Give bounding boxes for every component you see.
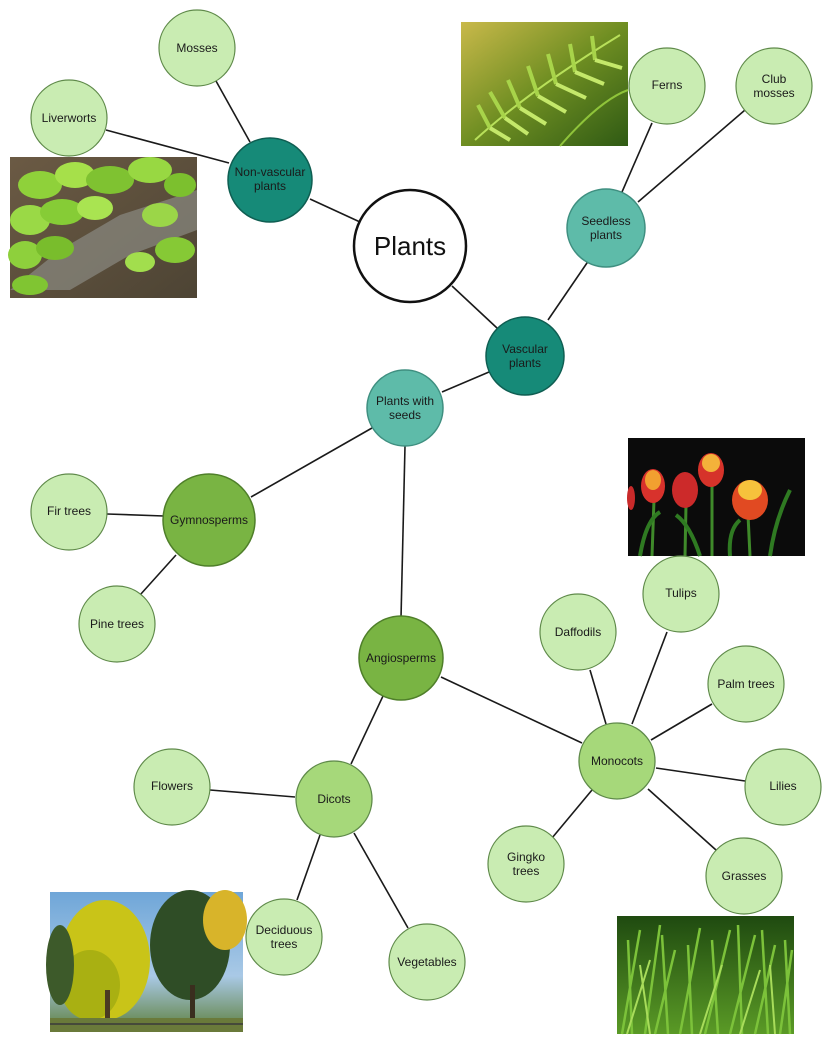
connector-lines — [105, 80, 746, 929]
node-flowers: Flowers — [133, 748, 211, 826]
svg-text:seeds: seeds — [389, 408, 421, 422]
node-tulips: Tulips — [642, 555, 720, 633]
grass-photo — [617, 916, 794, 1035]
node-mosses: Mosses — [158, 9, 236, 87]
svg-text:Dicots: Dicots — [317, 792, 350, 806]
node-fir-trees: Fir trees — [30, 473, 108, 551]
svg-text:Plants with: Plants with — [376, 394, 434, 408]
svg-text:plants: plants — [590, 228, 622, 242]
node-grasses: Grasses — [705, 837, 783, 915]
node-angiosperms: Angiosperms — [358, 615, 444, 701]
svg-text:Non-vascular: Non-vascular — [235, 165, 306, 179]
trees-photo — [46, 890, 247, 1032]
svg-text:Grasses: Grasses — [722, 869, 767, 883]
node-daffodils: Daffodils — [539, 593, 617, 671]
liverworts-photo — [8, 157, 197, 298]
node-pine-trees: Pine trees — [78, 585, 156, 663]
svg-text:Gingko: Gingko — [507, 850, 545, 864]
tulips-photo — [627, 438, 805, 557]
svg-text:Club: Club — [762, 72, 787, 86]
svg-text:plants: plants — [509, 356, 541, 370]
ferns-photo — [461, 22, 629, 147]
svg-text:Liverworts: Liverworts — [42, 111, 97, 125]
node-plants: Plants — [352, 188, 468, 304]
node-dicots: Dicots — [295, 760, 373, 838]
node-vascular-plants: Vascular plants — [485, 316, 565, 396]
svg-text:Pine trees: Pine trees — [90, 617, 144, 631]
svg-text:Deciduous: Deciduous — [256, 923, 313, 937]
svg-text:Palm trees: Palm trees — [717, 677, 774, 691]
node-vegetables: Vegetables — [388, 923, 466, 1001]
svg-text:Angiosperms: Angiosperms — [366, 651, 436, 665]
node-plants-with-seeds: Plants with seeds — [366, 369, 444, 447]
node-liverworts: Liverworts — [30, 79, 108, 157]
svg-text:plants: plants — [254, 179, 286, 193]
svg-text:Monocots: Monocots — [591, 754, 643, 768]
svg-text:Flowers: Flowers — [151, 779, 193, 793]
node-seedless-plants: Seedless plants — [566, 188, 646, 268]
svg-text:mosses: mosses — [753, 86, 794, 100]
svg-text:Tulips: Tulips — [665, 586, 697, 600]
svg-text:Fir trees: Fir trees — [47, 504, 91, 518]
node-palm-trees: Palm trees — [707, 645, 785, 723]
svg-text:Ferns: Ferns — [652, 78, 683, 92]
node-gingko-trees: Gingko trees — [487, 825, 565, 903]
svg-text:trees: trees — [271, 937, 298, 951]
node-non-vascular-plants: Non-vascular plants — [227, 137, 313, 223]
svg-text:Lilies: Lilies — [769, 779, 796, 793]
svg-text:Seedless: Seedless — [581, 214, 630, 228]
svg-text:Vegetables: Vegetables — [397, 955, 456, 969]
node-monocots: Monocots — [578, 722, 656, 800]
svg-text:Plants: Plants — [374, 231, 446, 261]
svg-text:Mosses: Mosses — [176, 41, 217, 55]
svg-text:Gymnosperms: Gymnosperms — [170, 513, 248, 527]
node-deciduous-trees: Deciduous trees — [245, 898, 323, 976]
node-lilies: Lilies — [744, 748, 822, 826]
svg-text:Vascular: Vascular — [502, 342, 548, 356]
node-ferns: Ferns — [628, 47, 706, 125]
svg-text:trees: trees — [513, 864, 540, 878]
svg-text:Daffodils: Daffodils — [555, 625, 601, 639]
node-club-mosses: Club mosses — [735, 47, 813, 125]
node-gymnosperms: Gymnosperms — [162, 473, 256, 567]
